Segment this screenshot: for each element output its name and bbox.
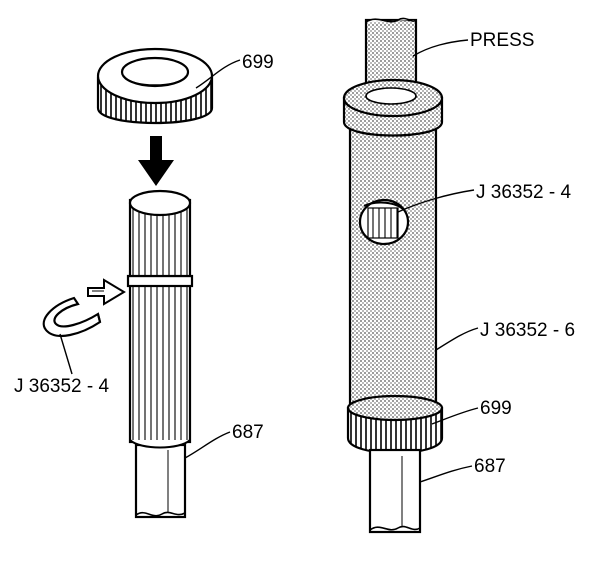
tool-top-collar xyxy=(342,78,444,137)
arrow-down-icon xyxy=(138,136,174,186)
label-shaft-687-right: 687 xyxy=(474,456,506,477)
label-ring-699-right: 699 xyxy=(480,398,512,419)
shaft-687-right xyxy=(368,448,422,534)
tool-j36352-6-body xyxy=(348,126,438,420)
clip-j36352-4-left xyxy=(42,296,102,338)
label-press: PRESS xyxy=(470,30,534,51)
label-clip-j36352-4-right: J 36352 - 4 xyxy=(476,182,571,203)
arrow-right-icon xyxy=(87,278,126,306)
label-tool-j36352-6: J 36352 - 6 xyxy=(480,320,575,341)
leader-lines xyxy=(59,39,479,483)
label-shaft-687-left: 687 xyxy=(232,422,264,443)
ring-699-right xyxy=(346,394,444,455)
ring-699-top xyxy=(96,47,214,125)
label-ring-699-top: 699 xyxy=(242,52,274,73)
label-clip-j36352-4-left: J 36352 - 4 xyxy=(14,376,109,397)
knurled-body-left xyxy=(126,189,194,449)
shaft-687-left xyxy=(134,443,187,519)
tool-window xyxy=(358,198,410,246)
